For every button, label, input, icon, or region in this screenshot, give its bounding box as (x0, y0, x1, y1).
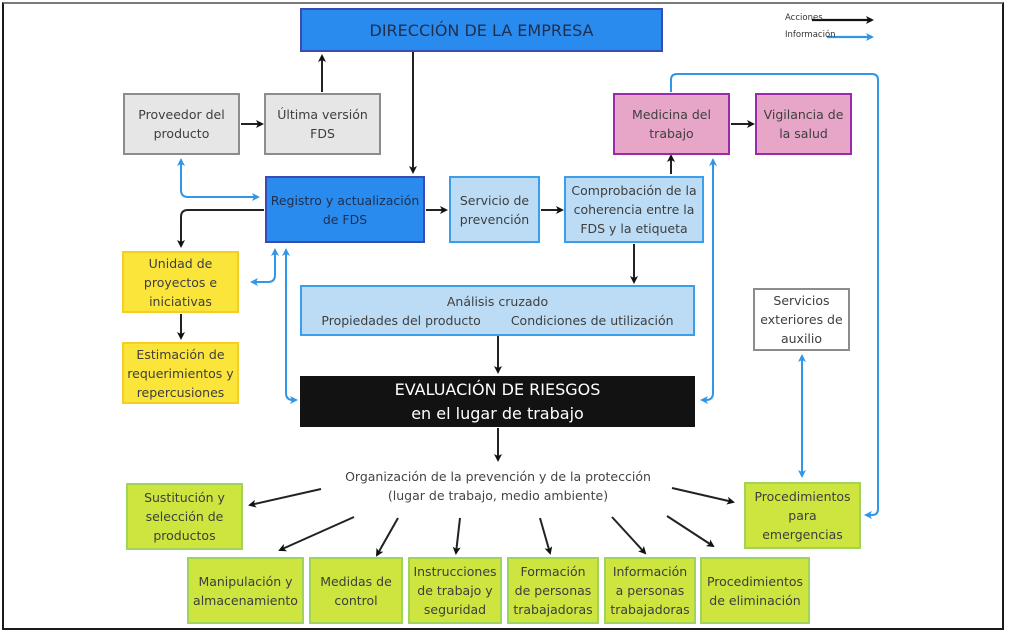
node-estimacion-label: Estimación de requerimientos y repercusi… (127, 346, 234, 400)
node-unidad-label: Unidad de proyectos e iniciativas (143, 255, 218, 309)
info-registro-evaluacion (282, 248, 298, 404)
analisis-pair: Propiedades del producto Condiciones de … (321, 311, 673, 330)
analisis-left: Propiedades del producto (321, 312, 481, 328)
node-direccion-label: DIRECCIÓN DE LA EMPRESA (369, 20, 594, 40)
node-medicina-trabajo[interactable]: Medicina del trabajo (613, 93, 730, 155)
arrow-org-to-informacion (611, 516, 647, 555)
info-medicina-emergencias (670, 73, 879, 519)
node-unidad-proyectos[interactable]: Unidad de proyectos e iniciativas (122, 251, 239, 313)
analisis-right: Condiciones de utilización (510, 312, 674, 328)
node-comprobacion[interactable]: Comprobación de la coherencia entre la F… (564, 176, 704, 243)
node-formacion[interactable]: Formación de personas trabajadoras (507, 557, 599, 624)
node-analisis-cruzado[interactable]: Análisis cruzado Propiedades del product… (300, 285, 695, 336)
node-comprobacion-label: Comprobación de la coherencia entre la F… (571, 183, 697, 236)
arrow-org-to-sustitucion (248, 488, 322, 508)
node-proveedor[interactable]: Proveedor del producto (123, 93, 240, 155)
node-ultima-version-label: Última versión FDS (277, 107, 368, 141)
node-formacion-label: Formación de personas trabajadoras (513, 564, 593, 617)
arrow-org-to-medidas (376, 517, 399, 557)
node-registro-label: Registro y actualización de FDS (270, 192, 420, 227)
arrow-org-to-emergencias (671, 487, 735, 505)
arrow-org-to-instrucciones (452, 517, 461, 555)
info-unidad-registro (250, 248, 279, 286)
info-medicina-evaluacion (700, 158, 717, 404)
node-informacion-personas[interactable]: Información a personas trabajadoras (604, 557, 696, 624)
node-servicios-exteriores-label: Servicios exteriores de auxilio (760, 293, 843, 346)
analisis-title: Análisis cruzado (446, 293, 549, 309)
node-medicina-label: Medicina del trabajo (632, 107, 711, 141)
node-medidas-control[interactable]: Medidas de control (309, 557, 403, 624)
evaluacion-line1: EVALUACIÓN DE RIESGOS (394, 379, 601, 399)
node-emergencias-label: Procedimientos para emergencias (754, 489, 851, 542)
node-proveedor-label: Proveedor del producto (138, 107, 225, 141)
node-vigilancia-salud[interactable]: Vigilancia de la salud (755, 93, 852, 155)
arrow-org-to-formacion (539, 517, 553, 555)
node-eliminacion[interactable]: Procedimientos de eliminación (700, 557, 810, 624)
evaluacion-line2: en el lugar de trabajo (411, 403, 584, 423)
node-servicio-prevencion[interactable]: Servicio de prevención (449, 176, 540, 243)
legend-informacion: Información (785, 30, 836, 40)
node-medidas-label: Medidas de control (320, 573, 392, 608)
node-estimacion[interactable]: Estimación de requerimientos y repercusi… (122, 342, 239, 404)
node-direccion-empresa[interactable]: DIRECCIÓN DE LA EMPRESA (300, 8, 663, 52)
node-sustitucion[interactable]: Sustitución y selección de productos (126, 483, 243, 550)
node-servicio-label: Servicio de prevención (459, 192, 530, 227)
node-servicios-exteriores[interactable]: Servicios exteriores de auxilio (753, 288, 850, 351)
node-instrucciones-label: Instrucciones de trabajo y seguridad (413, 564, 497, 617)
node-informacion-label: Información a personas trabajadoras (610, 564, 690, 617)
node-manipulacion[interactable]: Manipulación y almacenamiento (187, 557, 304, 624)
node-vigilancia-label: Vigilancia de la salud (763, 107, 844, 141)
node-evaluacion-riesgos[interactable]: EVALUACIÓN DE RIESGOS en el lugar de tra… (300, 376, 695, 427)
node-instrucciones[interactable]: Instrucciones de trabajo y seguridad (408, 557, 502, 624)
arrow-org-to-manipulacion (278, 516, 355, 552)
arrow-registro-to-unidad (177, 209, 264, 248)
node-manipulacion-label: Manipulación y almacenamiento (193, 573, 298, 608)
node-organizacion: Organización de la prevención y de la pr… (345, 469, 651, 503)
node-ultima-version[interactable]: Última versión FDS (264, 93, 381, 155)
node-sustitucion-label: Sustitución y selección de productos (144, 490, 225, 543)
node-emergencias[interactable]: Procedimientos para emergencias (744, 482, 861, 549)
arrow-org-to-eliminacion (666, 515, 715, 548)
node-registro-fds[interactable]: Registro y actualización de FDS (265, 176, 425, 243)
info-proveedor-registro (177, 158, 260, 201)
legend-acciones: Acciones (785, 13, 823, 23)
node-eliminacion-label: Procedimientos de eliminación (706, 573, 804, 608)
